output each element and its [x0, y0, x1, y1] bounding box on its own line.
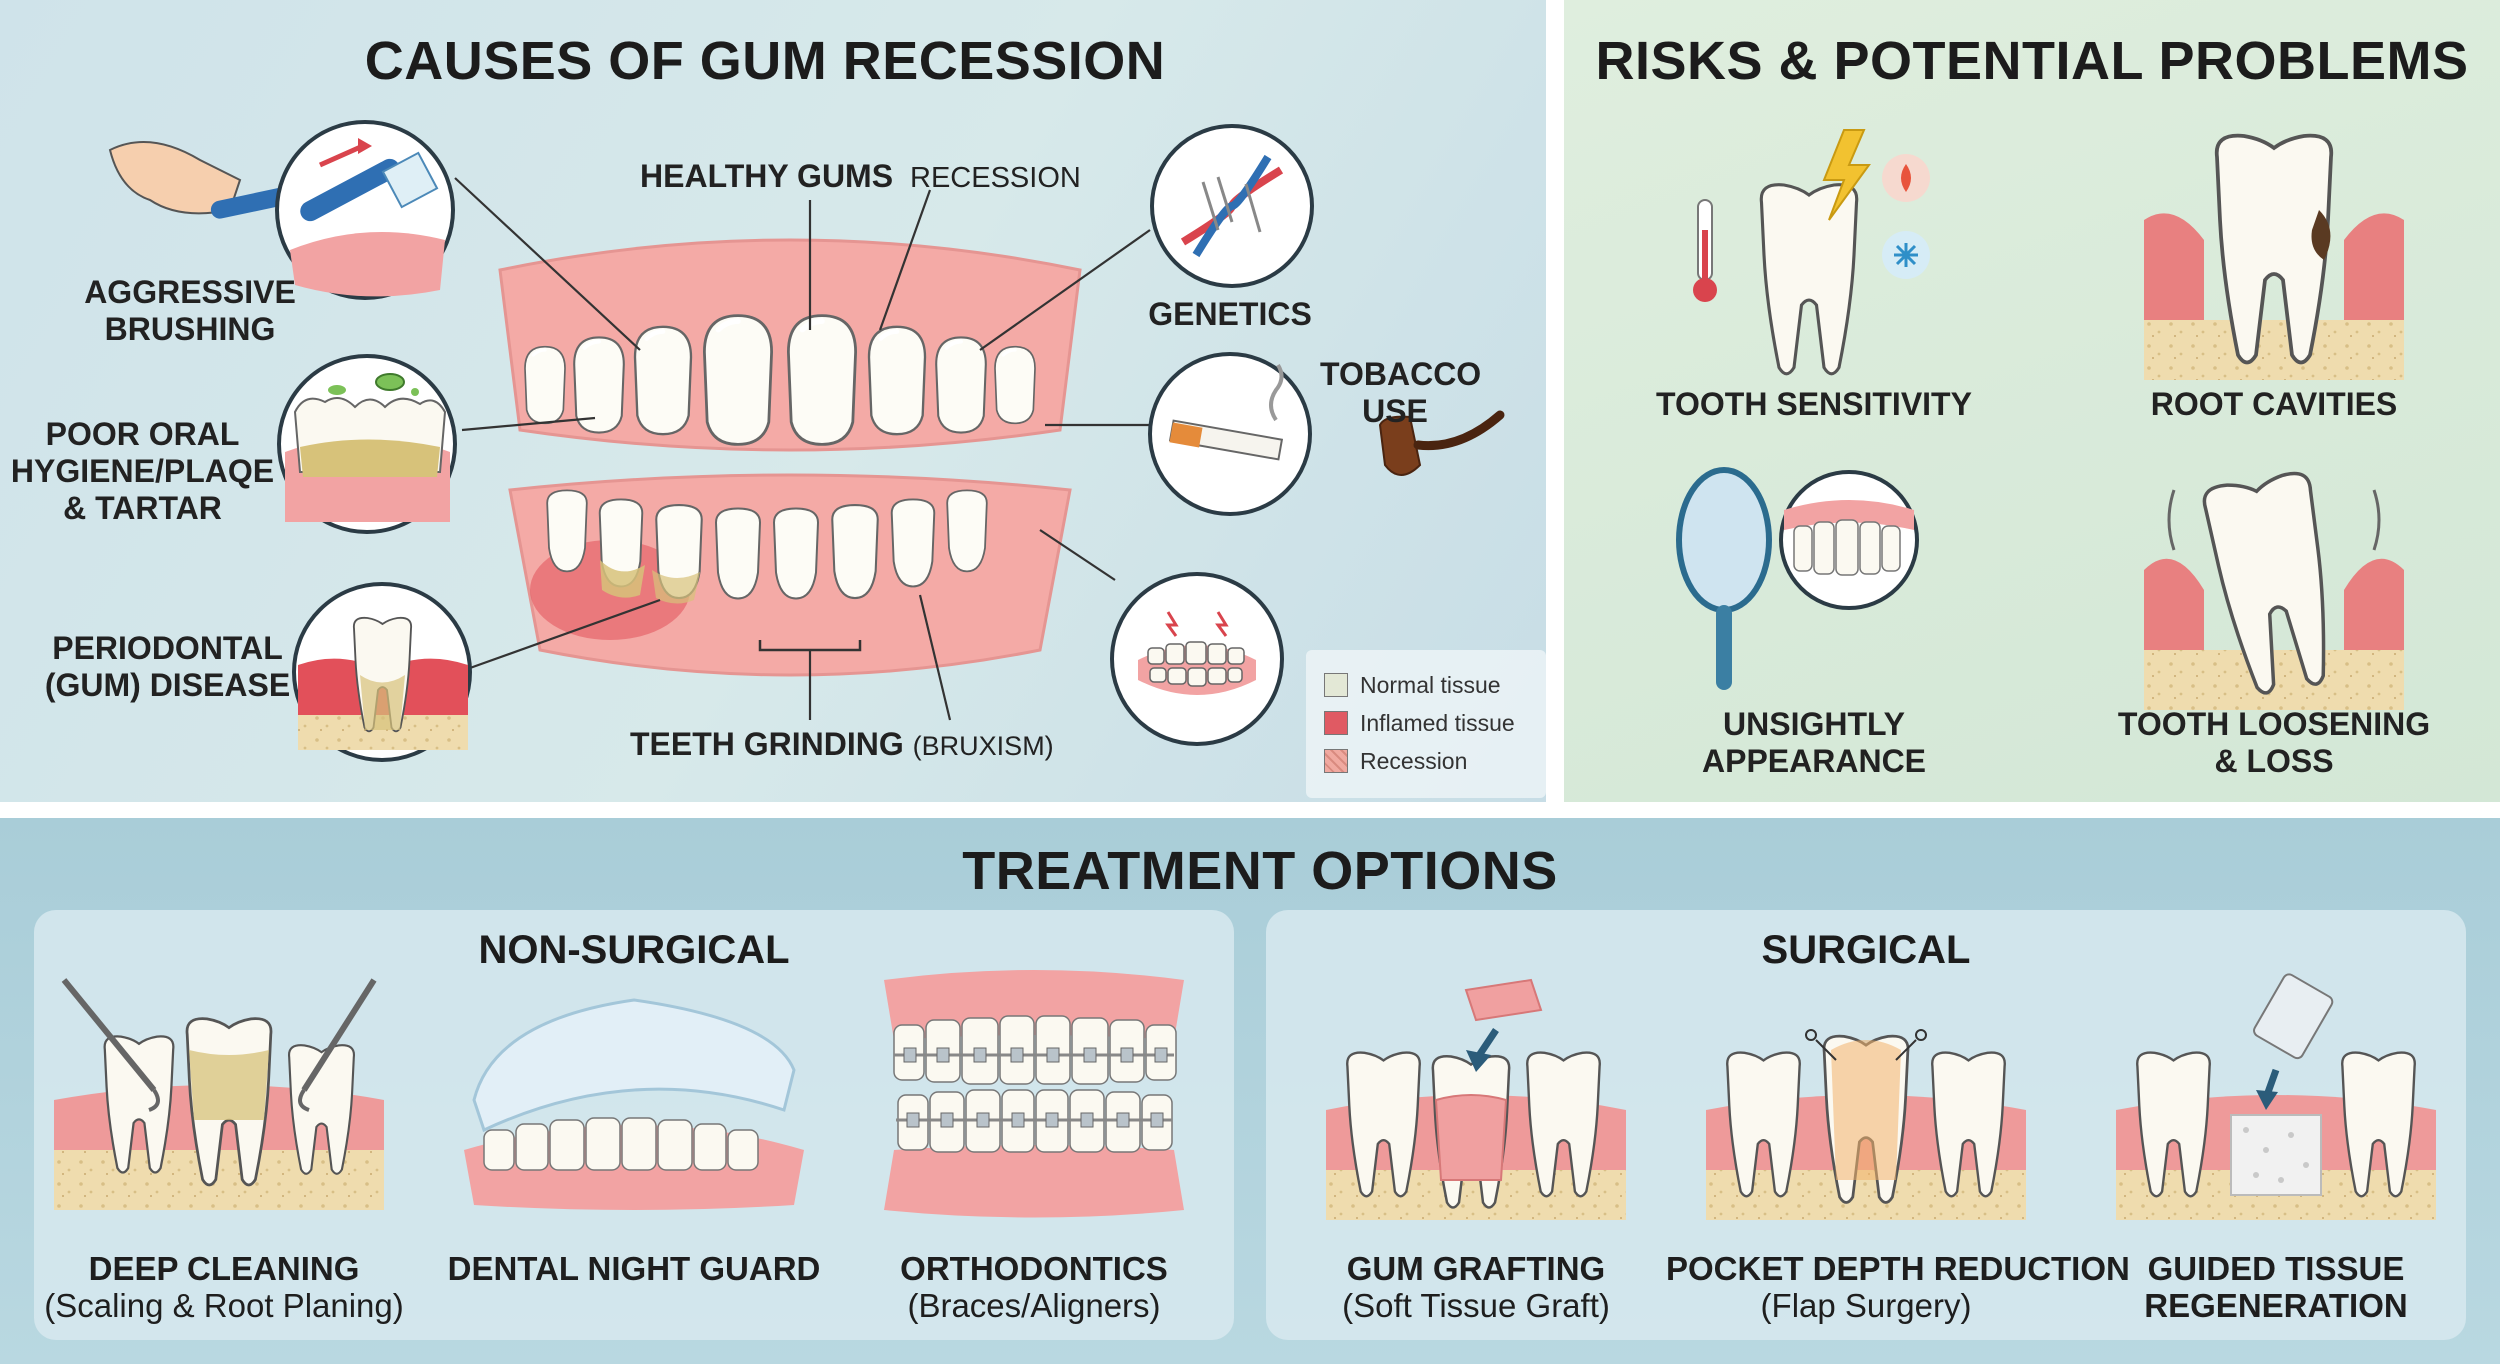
surgical-title: SURGICAL: [1761, 928, 1971, 972]
orthodontics-illustration: [884, 970, 1184, 1218]
guided-regeneration-illustration: [2116, 973, 2436, 1220]
leader-lines: [454, 177, 1151, 721]
label-tobacco-use: TOBACCO USE: [1320, 356, 1482, 429]
risk-label-tooth-sensitivity: TOOTH SENSITIVITY: [1656, 386, 1972, 422]
risk-label-root-cavities: ROOT CAVITIES: [2150, 386, 2398, 422]
surgical-section: SURGICAL: [1266, 910, 2466, 1340]
grinding-illustration: [1110, 572, 1284, 746]
legend: Normal tissue Inflamed tissue Recession: [1306, 650, 1546, 798]
legend-item-inflamed: Inflamed tissue: [1324, 708, 1515, 738]
gum-grafting-illustration: [1326, 978, 1626, 1220]
legend-item-recession: Recession: [1324, 746, 1467, 776]
label-recession: RECESSION: [910, 162, 1081, 194]
risks-title: RISKS & POTENTIAL PROBLEMS: [1595, 31, 2469, 91]
treatment-title: TREATMENT OPTIONS: [962, 841, 1558, 901]
pocket-reduction-illustration: [1706, 1029, 2026, 1220]
tooth-sensitivity-illustration: [1693, 129, 1930, 376]
legend-item-normal: Normal tissue: [1324, 670, 1501, 700]
causes-title: CAUSES OF GUM RECESSION: [364, 31, 1166, 91]
pipe-icon: [1378, 410, 1505, 476]
label-genetics: GENETICS: [1148, 296, 1312, 332]
treatment-gum-grafting: GUM GRAFTING (Soft Tissue Graft): [1342, 1250, 1610, 1324]
deep-cleaning-illustration: [54, 978, 384, 1210]
risk-label-tooth-loosening: TOOTH LOOSENING & LOSS: [2117, 706, 2431, 779]
legend-swatch: [1324, 749, 1348, 773]
treatment-orthodontics: ORTHODONTICS (Braces/Aligners): [900, 1250, 1168, 1324]
tobacco-illustration: [1148, 352, 1312, 516]
aggressive-brushing-illustration: [108, 120, 455, 300]
root-cavities-illustration: [2144, 133, 2404, 380]
unsightly-appearance-illustration: [1676, 467, 1919, 690]
label-aggressive-brushing: AGGRESSIVE BRUSHING: [84, 274, 296, 347]
legend-swatch: [1324, 673, 1348, 697]
jaw-illustration: [498, 238, 1082, 677]
label-poor-oral-hygiene: POOR ORAL HYGIENE/PLAQE & TARTAR: [10, 416, 275, 526]
periodontal-illustration: [292, 582, 472, 762]
legend-swatch: [1324, 711, 1348, 735]
non-surgical-title: NON-SURGICAL: [478, 928, 790, 972]
non-surgical-section: NON-SURGICAL: [34, 910, 1234, 1340]
risk-label-unsightly-appearance: UNSIGHTLY APPEARANCE: [1701, 706, 1927, 779]
night-guard-illustration: [464, 998, 804, 1210]
tooth-loosening-illustration: [2144, 468, 2404, 710]
treatment-pocket-reduction: POCKET DEPTH REDUCTION (Flap Surgery): [1666, 1250, 2130, 1324]
risks-panel: RISKS & POTENTIAL PROBLEMS: [1564, 0, 2500, 802]
treatment-night-guard: DENTAL NIGHT GUARD: [447, 1250, 821, 1287]
treatment-guided-regeneration: GUIDED TISSUE REGENERATION: [2144, 1250, 2408, 1324]
label-healthy-gums: HEALTHY GUMS: [640, 158, 894, 194]
treatment-panel: TREATMENT OPTIONS NON-SURGICAL: [0, 818, 2500, 1364]
label-periodontal-disease: PERIODONTAL (GUM) DISEASE: [44, 630, 291, 703]
plaque-illustration: [277, 354, 457, 534]
causes-panel: CAUSES OF GUM RECESSION: [0, 0, 1546, 802]
genetics-illustration: [1150, 124, 1314, 288]
label-teeth-grinding: TEETH GRINDING (BRUXISM): [630, 726, 1054, 762]
treatment-deep-cleaning: DEEP CLEANING (Scaling & Root Planing): [44, 1250, 404, 1324]
